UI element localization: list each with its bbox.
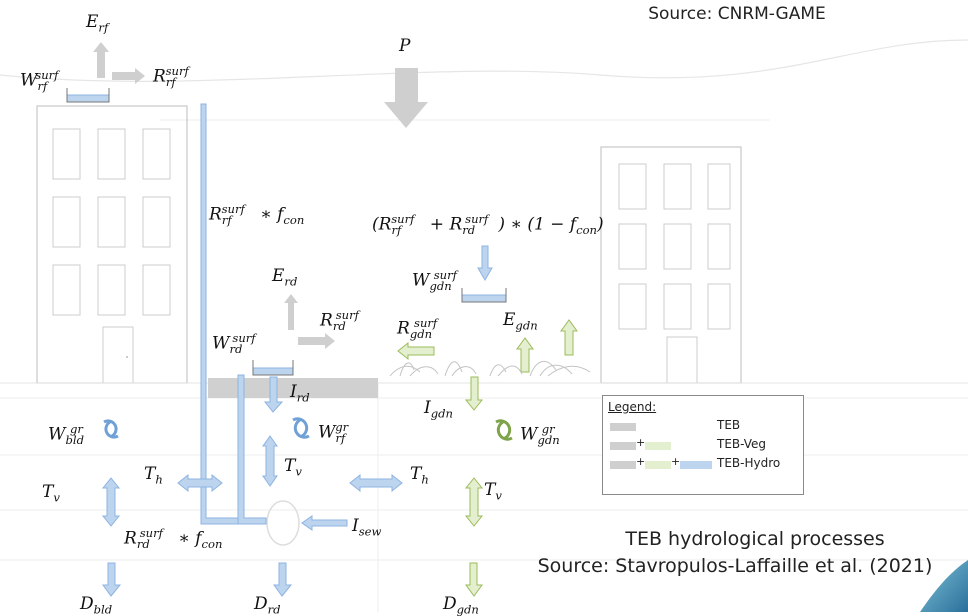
arrow-T-v-right	[464, 477, 484, 527]
left-building	[36, 105, 188, 384]
road-reservoir	[252, 367, 294, 376]
right-building	[600, 146, 742, 384]
label-T-v-right: Tv	[484, 480, 502, 503]
legend-swatch-veg-gray	[610, 442, 636, 450]
label-W-rd-surf: Wrdsurf	[212, 331, 256, 357]
arrow-R-gdn-surf	[397, 341, 435, 361]
label-E-gdn: Egdn	[503, 310, 538, 333]
arrow-D-bld	[102, 562, 122, 597]
label-W-rf-gr: Wrfgr	[318, 420, 349, 446]
legend-swatch-hydro-blue	[680, 461, 712, 469]
label-T-v-left: Tv	[42, 482, 60, 505]
arrow-E-gdn	[516, 337, 534, 373]
label-E-rf: Erf	[86, 12, 109, 35]
label-R-gdn-surf: Rgdnsurf	[397, 316, 438, 342]
legend-label-teb: TEB	[717, 418, 741, 432]
corner-accent	[920, 560, 968, 612]
arrow-T-h-right	[349, 473, 403, 493]
label-P: P	[399, 36, 411, 56]
legend-title: Legend:	[608, 400, 657, 414]
legend-swatch-teb	[610, 423, 636, 431]
road-reservoir-walls	[252, 360, 294, 376]
label-combined-runoff: (Rrfsurf + Rrdsurf) ∗ (1 − fcon)	[372, 212, 604, 238]
label-I-gdn: Igdn	[424, 398, 453, 421]
arrow-R-rd-surf	[298, 333, 335, 349]
legend-swatch-hydro-green	[645, 461, 671, 469]
garden-reservoir	[461, 294, 507, 303]
sewer-pipe	[266, 500, 300, 546]
legend-plus-2: +	[636, 455, 646, 468]
arrow-I-sew	[301, 515, 348, 531]
arrow-E-veg	[560, 319, 578, 356]
cycle-icon-W-gdn	[495, 419, 513, 441]
cycle-icon-W-bld	[103, 419, 119, 439]
legend-plus-1: +	[636, 436, 646, 449]
legend-swatch-veg-green	[645, 442, 671, 450]
label-D-bld: Dbld	[80, 594, 113, 616]
label-I-rd: Ird	[290, 382, 310, 405]
sky-line	[0, 39, 968, 82]
arrow-T-v-mid	[262, 435, 278, 487]
label-R-rf-surf-fcon: Rrfsurf ∗ fcon	[209, 202, 305, 228]
label-E-rd: Erd	[272, 266, 298, 289]
arrow-T-v-left	[101, 477, 121, 527]
label-W-rf-surf: Wrfsurf	[20, 68, 59, 94]
arrow-I-gdn	[464, 376, 484, 411]
arrow-E-rd	[284, 294, 298, 330]
roof-reservoir-walls	[66, 88, 110, 103]
arrow-R-rf-surf	[112, 68, 145, 84]
roof-reservoir	[66, 94, 110, 103]
legend-label-hydro: TEB-Hydro	[717, 456, 781, 470]
label-D-gdn: Dgdn	[443, 594, 479, 616]
roof-drain-pipe	[200, 103, 257, 525]
label-R-rf-surf: Rrfsurf	[153, 64, 189, 90]
source-label-top: Source: CNRM-GAME	[648, 4, 826, 24]
arrow-combined-runoff	[477, 245, 493, 281]
arrow-T-h-left	[177, 473, 223, 493]
garden-reservoir-walls	[461, 288, 507, 303]
label-W-gdn-surf: Wgdnsurf	[412, 268, 457, 294]
label-W-bld-gr: Wbldgr	[48, 422, 84, 448]
label-T-h-right: Th	[410, 464, 429, 487]
label-R-rd-surf: Rrdsurf	[320, 308, 359, 334]
label-T-v-mid: Tv	[284, 456, 302, 479]
caption-source: Source: Stavropulos-Laffaille et al. (20…	[537, 555, 933, 577]
cycle-icon-W-rf	[292, 417, 310, 439]
grass-tufts	[389, 361, 591, 377]
label-W-gdn-gr: Wgdngr	[520, 422, 560, 448]
arrow-I-rd	[263, 376, 284, 413]
caption-title: TEB hydrological processes	[625, 528, 885, 550]
arrow-D-gdn	[465, 562, 483, 597]
legend-label-veg: TEB-Veg	[717, 437, 767, 451]
label-D-rd: Drd	[254, 594, 281, 616]
arrow-P	[384, 68, 428, 128]
legend-swatch-hydro-gray	[610, 461, 636, 469]
arrow-E-rf	[93, 42, 109, 78]
label-T-h-left: Th	[144, 464, 163, 487]
legend-plus-3: +	[671, 455, 681, 468]
legend-box: Legend: TEB + TEB-Veg + + TEB-Hydro	[602, 395, 804, 495]
arrow-D-rd	[273, 562, 293, 597]
road-drain-pipe	[237, 374, 267, 525]
label-R-rd-surf-fcon: Rrdsurf ∗ fcon	[124, 526, 223, 552]
road-band	[208, 378, 378, 398]
label-I-sew: Isew	[352, 516, 382, 539]
